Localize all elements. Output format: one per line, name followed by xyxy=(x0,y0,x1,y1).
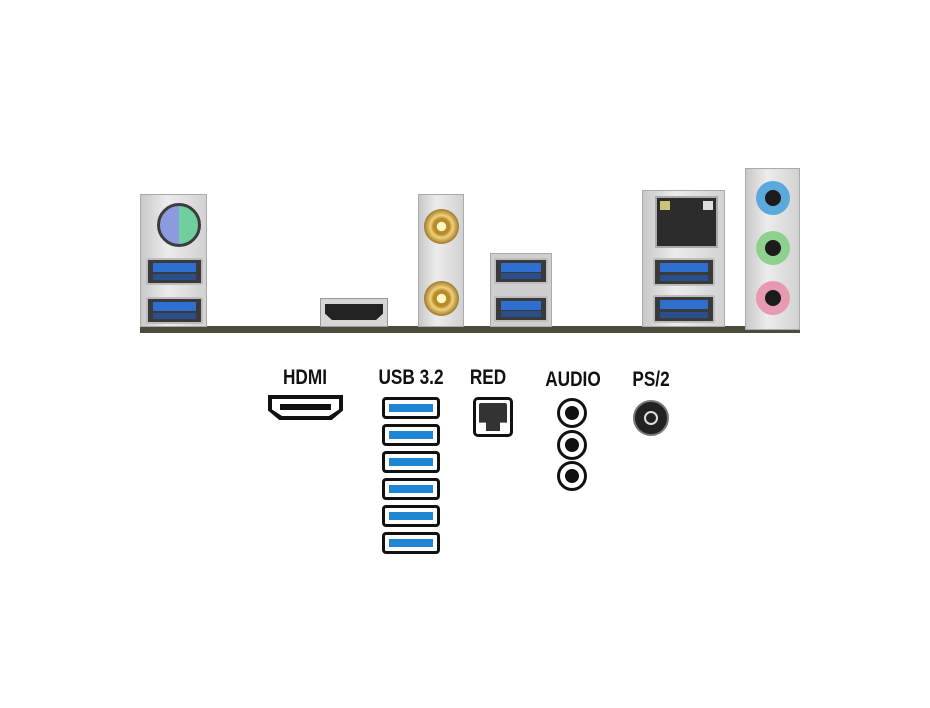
usb-icon xyxy=(382,532,440,554)
legend-audio-label: AUDIO xyxy=(545,368,601,391)
antenna-connector xyxy=(424,209,459,244)
legend-lan-label: RED xyxy=(469,366,507,389)
audio-bracket xyxy=(745,168,800,330)
antenna-bracket xyxy=(418,194,464,327)
usb-port xyxy=(653,295,715,323)
hdmi-icon xyxy=(268,395,343,420)
usb-port xyxy=(494,296,548,322)
ps2-usb-bracket xyxy=(140,194,207,327)
audio-jack-blue xyxy=(756,181,790,215)
audio-jack-icon xyxy=(557,398,587,428)
usb-port xyxy=(494,258,548,284)
rj45-port xyxy=(655,196,718,248)
usb-port xyxy=(146,258,203,285)
hdmi-port xyxy=(320,298,388,327)
io-shield-base xyxy=(140,326,800,333)
antenna-connector xyxy=(424,281,459,316)
audio-jack-icon xyxy=(557,461,587,491)
audio-jack-icon xyxy=(557,430,587,460)
legend-ps2-label: PS/2 xyxy=(632,368,670,391)
lan-usb-block xyxy=(642,190,725,327)
usb-port xyxy=(146,297,203,324)
usb-icon xyxy=(382,451,440,473)
legend-hdmi-label: HDMI xyxy=(282,366,327,389)
usb-port xyxy=(653,258,715,286)
audio-jack-pink xyxy=(756,281,790,315)
audio-jack-green xyxy=(756,231,790,265)
usb-icon xyxy=(382,397,440,419)
usb-stack xyxy=(490,253,552,327)
ps2-port xyxy=(157,203,201,247)
legend-usb-label: USB 3.2 xyxy=(378,366,444,389)
ps2-icon xyxy=(633,400,669,436)
usb-icon xyxy=(382,478,440,500)
usb-icon xyxy=(382,424,440,446)
ethernet-icon xyxy=(473,397,513,437)
usb-icon xyxy=(382,505,440,527)
